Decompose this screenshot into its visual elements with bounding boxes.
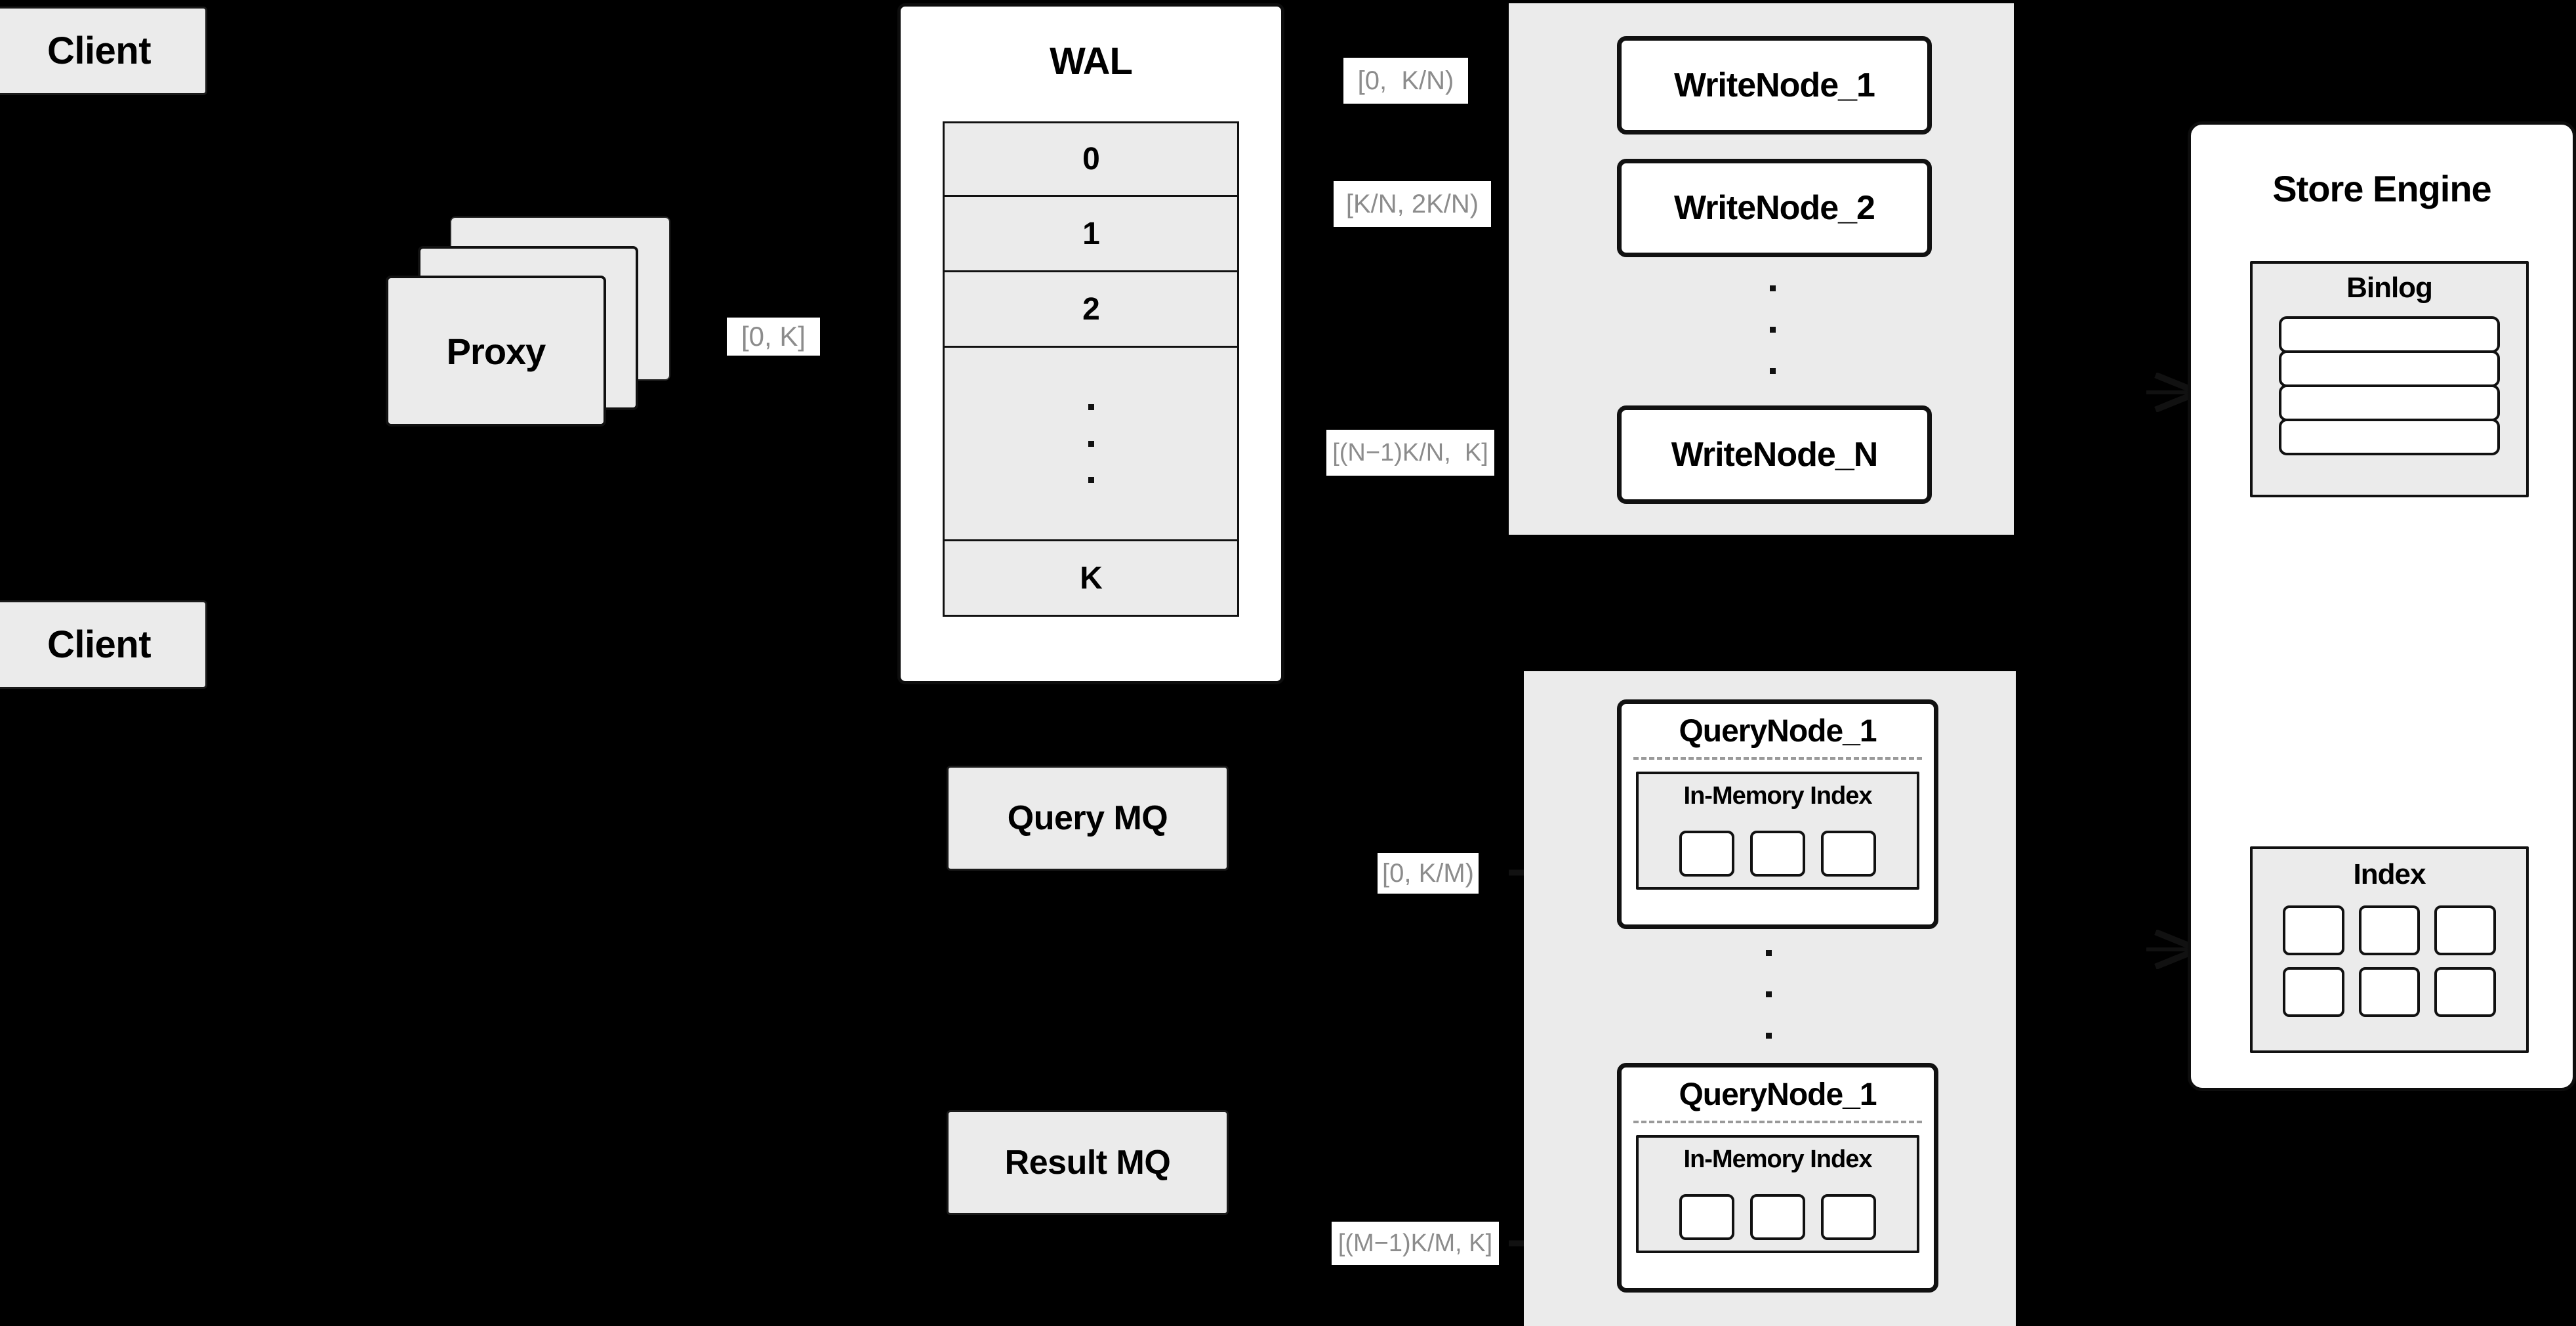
write-node-2[interactable]: WriteNode_2: [1617, 159, 1932, 257]
query-node-title: QueryNode_1: [1679, 714, 1877, 749]
store-index-cell[interactable]: [2434, 967, 2496, 1017]
index-segment[interactable]: [1750, 1194, 1805, 1240]
query-node-1-range-label: [0, K/M): [1378, 853, 1479, 894]
wal-entry-1[interactable]: 1: [943, 197, 1239, 272]
binlog-label: Binlog: [2346, 272, 2433, 304]
index-segment[interactable]: [1679, 831, 1734, 877]
wal-entry-0[interactable]: 0: [943, 121, 1239, 197]
in-memory-index-box: In-Memory Index: [1636, 1135, 1919, 1253]
write-node-n[interactable]: WriteNode_N: [1617, 405, 1932, 504]
index-segment[interactable]: [1750, 831, 1805, 877]
index-segment[interactable]: [1821, 831, 1876, 877]
proxy-card-front[interactable]: Proxy: [386, 276, 606, 426]
result-mq-box[interactable]: Result MQ: [947, 1110, 1229, 1215]
store-index-cell[interactable]: [2283, 967, 2344, 1017]
write-node-1-range-label: [0, K/N): [1343, 58, 1468, 104]
client-label: Client: [47, 623, 152, 666]
store-engine-title: Store Engine: [2272, 168, 2491, 209]
wal-entry-k[interactable]: K: [943, 541, 1239, 617]
store-index-label: Index: [2353, 858, 2426, 890]
client-box-1[interactable]: Client: [0, 7, 207, 95]
store-index-cell[interactable]: [2283, 905, 2344, 955]
wal-entry-2[interactable]: 2: [943, 272, 1239, 348]
index-segment[interactable]: [1679, 1194, 1734, 1240]
write-node-label: WriteNode_N: [1671, 436, 1879, 474]
write-node-label: WriteNode_1: [1674, 66, 1875, 104]
write-node-2-range-label: [K/N, 2K/N): [1334, 181, 1491, 227]
query-node-divider: [1633, 1121, 1922, 1123]
query-node-m-range-label: [(M−1)K/M, K]: [1332, 1222, 1499, 1265]
proxy-range-label: [0, K]: [727, 318, 820, 356]
wal-entry-ellipsis: [943, 348, 1239, 541]
query-mq-label: Query MQ: [1007, 799, 1168, 837]
binlog-box: Binlog: [2250, 261, 2529, 497]
in-memory-index-box: In-Memory Index: [1636, 772, 1919, 890]
result-mq-label: Result MQ: [1004, 1144, 1171, 1182]
write-node-1[interactable]: WriteNode_1: [1617, 36, 1932, 135]
query-cluster-vertical-dots: [1765, 950, 1772, 1039]
query-node-1[interactable]: QueryNode_1 In-Memory Index: [1617, 699, 1938, 929]
query-mq-box[interactable]: Query MQ: [947, 766, 1229, 871]
store-index-cell[interactable]: [2358, 905, 2421, 955]
in-memory-index-label: In-Memory Index: [1683, 1146, 1873, 1173]
write-node-n-range-label: [(N−1)K/N, K]: [1326, 430, 1494, 476]
query-node-title: QueryNode_1: [1679, 1077, 1877, 1112]
binlog-row[interactable]: [2279, 419, 2500, 455]
write-node-label: WriteNode_2: [1674, 189, 1875, 227]
store-index-cell[interactable]: [2358, 967, 2421, 1017]
binlog-row[interactable]: [2279, 316, 2500, 353]
wal-vertical-dots: [1088, 404, 1094, 483]
write-cluster-vertical-dots: [1768, 285, 1776, 374]
in-memory-index-label: In-Memory Index: [1683, 782, 1873, 810]
query-node-m[interactable]: QueryNode_1 In-Memory Index: [1617, 1063, 1938, 1293]
wal-title: WAL: [1050, 40, 1133, 83]
binlog-row[interactable]: [2279, 384, 2500, 421]
query-node-divider: [1633, 757, 1922, 760]
client-label: Client: [47, 30, 152, 72]
store-index-box: Index: [2250, 846, 2529, 1053]
index-segment[interactable]: [1821, 1194, 1876, 1240]
client-box-2[interactable]: Client: [0, 600, 207, 689]
binlog-row[interactable]: [2279, 350, 2500, 387]
proxy-label: Proxy: [446, 330, 546, 372]
store-index-cell[interactable]: [2434, 905, 2496, 955]
